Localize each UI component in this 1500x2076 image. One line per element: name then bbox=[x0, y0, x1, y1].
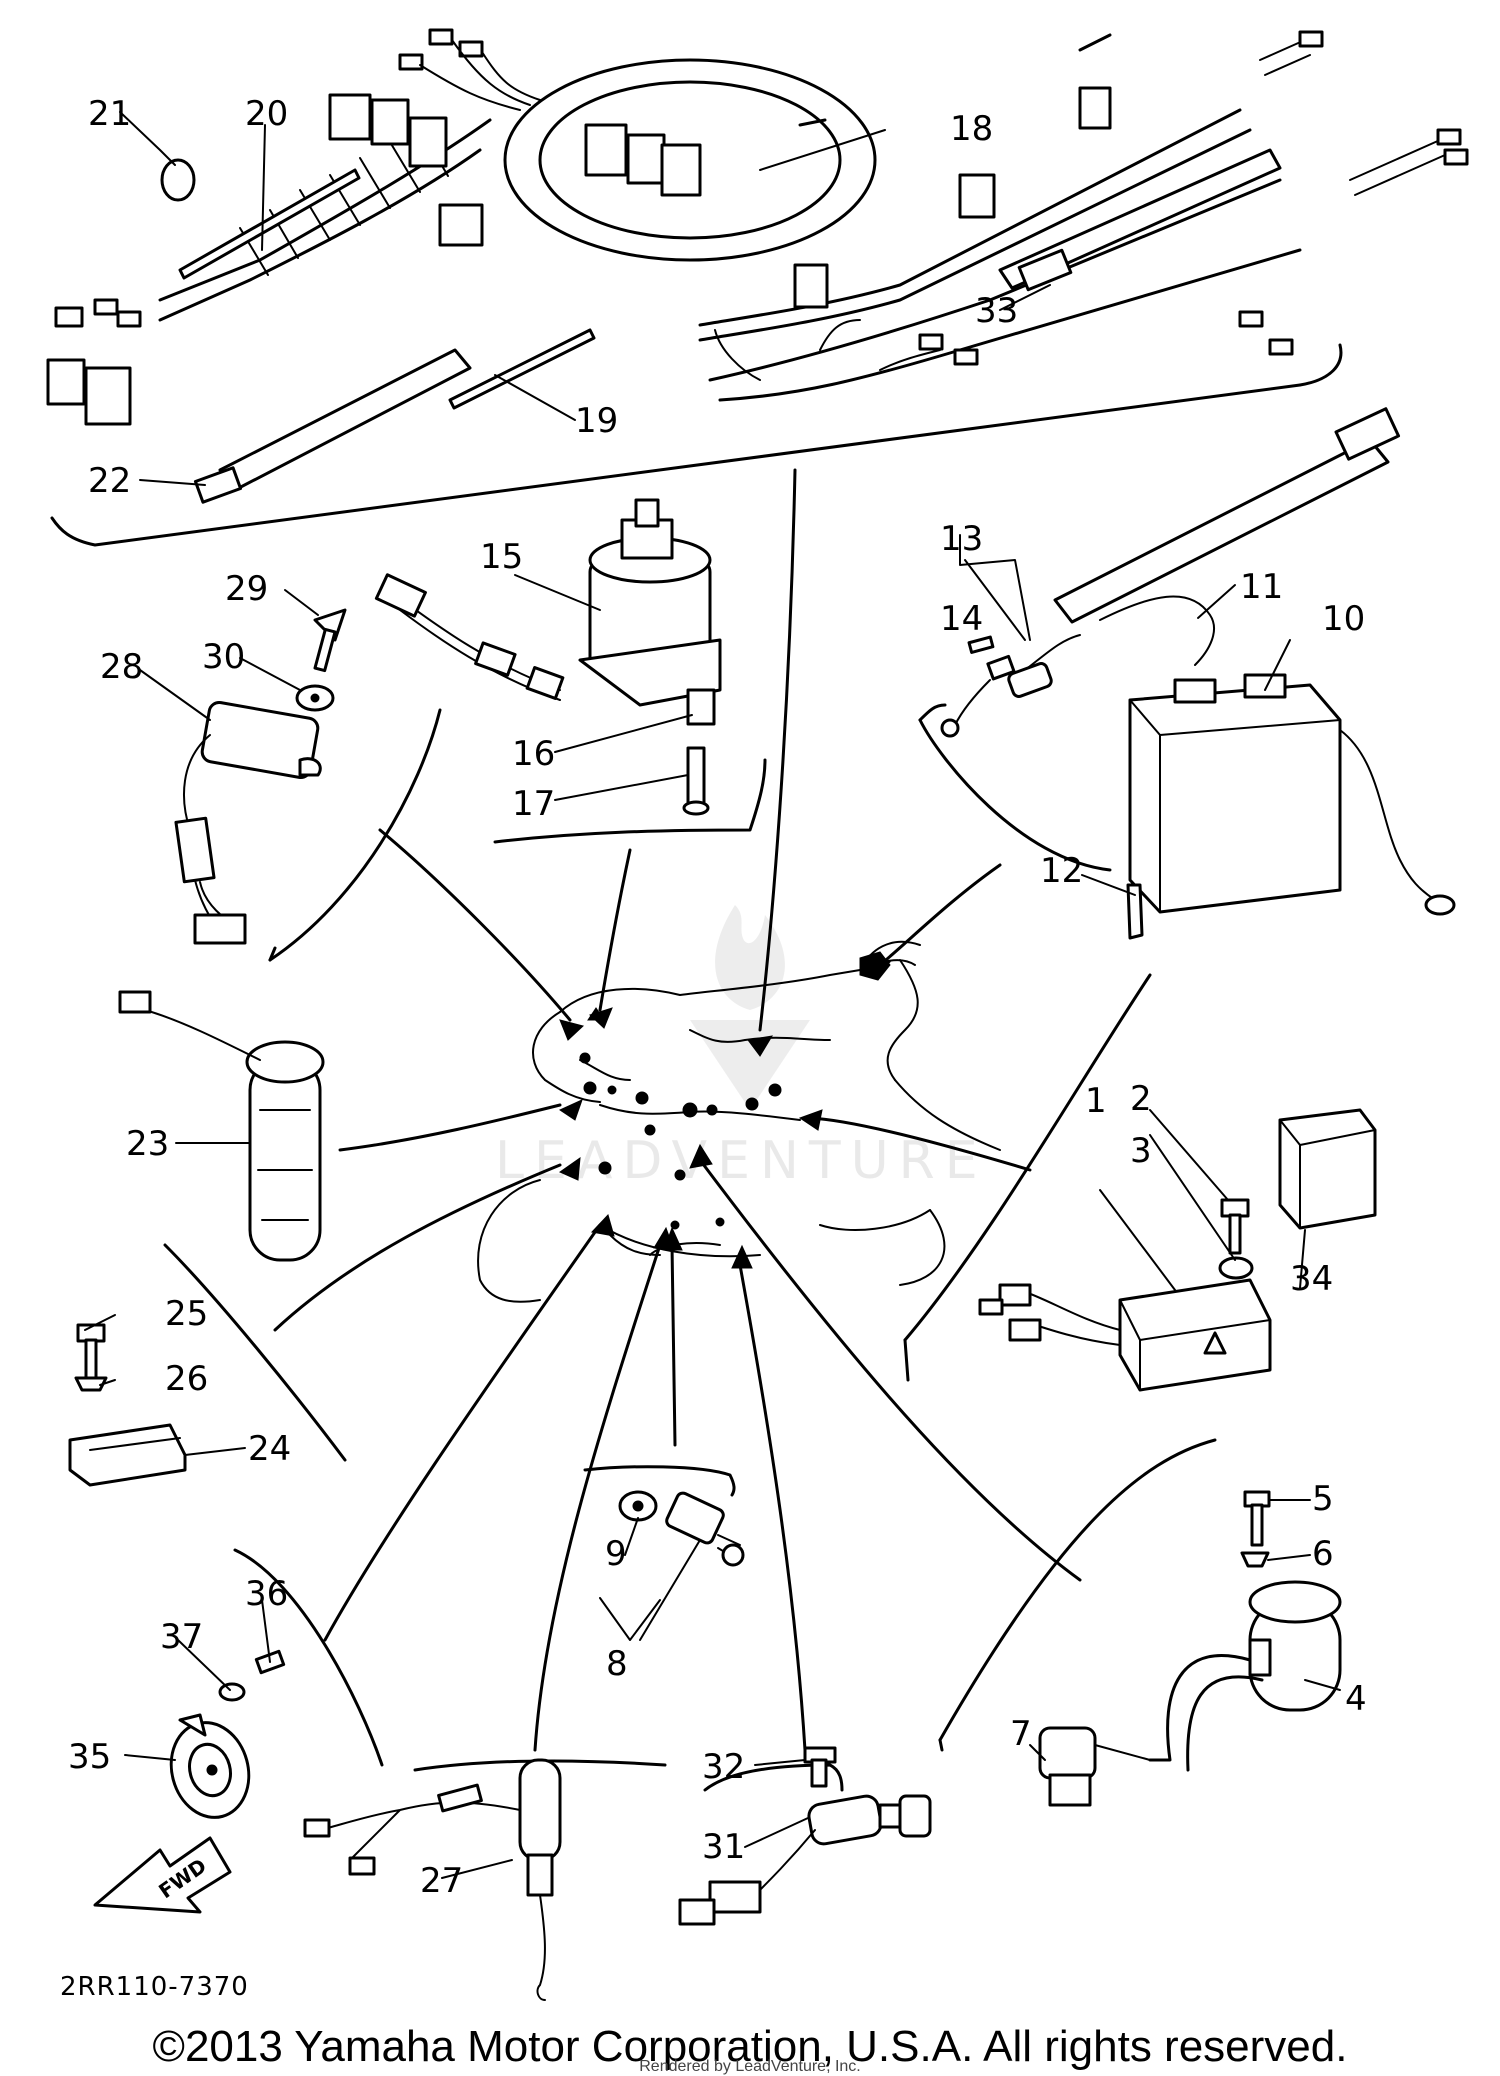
drawing-code: 2RR110-7370 bbox=[60, 1972, 249, 2002]
part-number-23: 23 bbox=[126, 1124, 169, 1164]
part-number-4: 4 bbox=[1345, 1679, 1367, 1719]
rendered-by-note: Rendered by LeadVenture, Inc. bbox=[639, 2058, 861, 2075]
part-number-12: 12 bbox=[1040, 851, 1083, 891]
arrowheads bbox=[558, 954, 891, 1269]
part-number-19: 19 bbox=[575, 401, 618, 441]
part-number-14: 14 bbox=[940, 599, 983, 639]
group-brackets bbox=[163, 703, 1217, 1792]
battery-assembly bbox=[940, 407, 1456, 940]
part-number-5: 5 bbox=[1312, 1479, 1334, 1519]
throttle-grip bbox=[118, 990, 325, 1262]
part-number-21: 21 bbox=[88, 94, 131, 134]
main-switch bbox=[374, 498, 722, 816]
ignition-coil bbox=[1038, 1490, 1342, 1807]
part-number-32: 32 bbox=[702, 1747, 745, 1787]
part-number-28: 28 bbox=[100, 647, 143, 687]
copyright-notice: ©2013 Yamaha Motor Corporation, U.S.A. A… bbox=[152, 2022, 1348, 2071]
fwd-arrow-icon: FWD bbox=[93, 1836, 232, 1914]
part-number-1: 1 bbox=[1085, 1081, 1107, 1121]
callout-leaders bbox=[84, 111, 1341, 1879]
part-number-36: 36 bbox=[245, 1574, 288, 1614]
part-number-9: 9 bbox=[605, 1534, 627, 1574]
part-number-15: 15 bbox=[480, 537, 523, 577]
part-number-17: 17 bbox=[512, 784, 555, 824]
horn-35 bbox=[169, 1649, 286, 1819]
part-number-6: 6 bbox=[1312, 1534, 1334, 1574]
watermark-text: LEADVENTURE bbox=[495, 1131, 988, 1191]
brake-switch-31 bbox=[678, 1746, 932, 1926]
part-number-10: 10 bbox=[1322, 599, 1365, 639]
part-number-27: 27 bbox=[420, 1861, 463, 1901]
cdi-unit bbox=[978, 1198, 1272, 1392]
part-number-3: 3 bbox=[1130, 1131, 1152, 1171]
part-number-18: 18 bbox=[950, 109, 993, 149]
leadventure-watermark: LEADVENTURE bbox=[495, 905, 988, 1191]
part-number-26: 26 bbox=[165, 1359, 208, 1399]
relay-28 bbox=[174, 608, 347, 945]
part-number-22: 22 bbox=[88, 461, 131, 501]
part-number-11: 11 bbox=[1240, 567, 1283, 607]
part-number-16: 16 bbox=[512, 734, 555, 774]
part-number-labels: 1 2 3 4 5 6 7 8 9 10 11 12 13 14 15 16 1… bbox=[68, 94, 1367, 1901]
part-number-13: 13 bbox=[940, 519, 983, 559]
part-number-30: 30 bbox=[202, 637, 245, 677]
wire-harness-panel bbox=[46, 28, 1469, 547]
part-number-8: 8 bbox=[606, 1644, 628, 1684]
part-number-37: 37 bbox=[160, 1617, 203, 1657]
part-number-25: 25 bbox=[165, 1294, 208, 1334]
engine-stop-switch-27 bbox=[303, 1758, 562, 2001]
part-number-20: 20 bbox=[245, 94, 288, 134]
rectifier-24 bbox=[68, 1323, 187, 1487]
neutral-switch bbox=[599, 1490, 745, 1641]
flasher-relay-34 bbox=[1278, 1108, 1377, 1230]
part-number-34: 34 bbox=[1290, 1259, 1333, 1299]
part-number-35: 35 bbox=[68, 1737, 111, 1777]
leader-lines bbox=[273, 468, 1082, 1752]
electrical-parts-diagram: LEADVENTURE bbox=[46, 28, 1469, 2002]
connector-marks bbox=[579, 951, 891, 1230]
part-number-33: 33 bbox=[975, 291, 1018, 331]
part-number-2: 2 bbox=[1130, 1079, 1152, 1119]
part-number-24: 24 bbox=[248, 1429, 291, 1469]
part-number-29: 29 bbox=[225, 569, 268, 609]
part-number-7: 7 bbox=[1010, 1714, 1032, 1754]
part-number-31: 31 bbox=[702, 1827, 745, 1867]
